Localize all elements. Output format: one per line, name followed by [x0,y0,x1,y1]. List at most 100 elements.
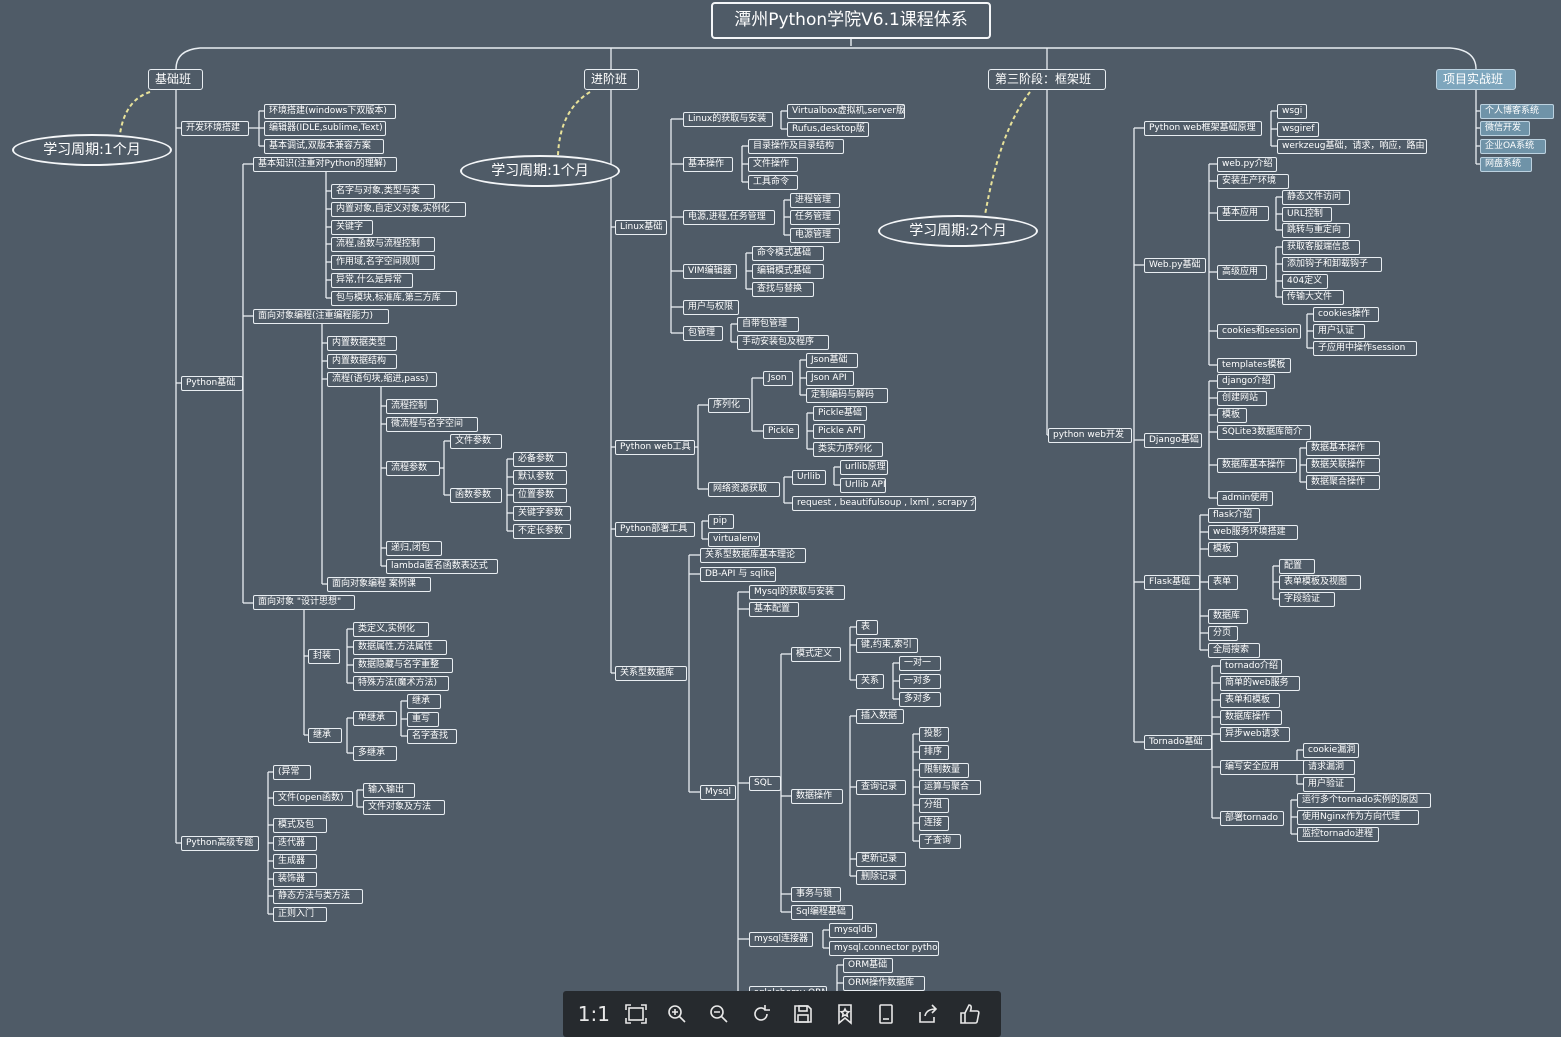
topic-node[interactable]: Pickle [763,424,799,439]
topic-node[interactable]: pip [708,514,734,529]
topic-node[interactable]: 网络资源获取 [708,482,780,497]
topic-node[interactable]: virtualenv [708,532,760,547]
fit-icon[interactable] [622,1000,650,1028]
topic-node[interactable]: django介绍 [1217,374,1275,389]
branch-basic[interactable]: 基础班 [148,69,203,90]
topic-node[interactable]: 事务与锁 [791,887,841,902]
topic-node[interactable]: 继承 [308,728,342,743]
topic-node[interactable]: Rufus,desktop版 [787,122,869,137]
topic-node[interactable]: 电源,进程,任务管理 [683,210,775,225]
topic-node[interactable]: 编辑器(IDLE,sublime,Text) [264,121,386,136]
topic-node[interactable]: request , beautifulsoup , lxml , scrapy … [792,496,976,511]
topic-node[interactable]: web服务环境搭建 [1208,525,1298,540]
topic-node[interactable]: 数据库基本操作 [1217,458,1297,473]
topic-node[interactable]: Linux的获取与安装 [683,112,773,127]
topic-node[interactable]: Python高级专题 [181,836,259,851]
topic-node[interactable]: 子应用中操作session [1313,341,1417,356]
topic-node[interactable]: Tornado基础 [1144,735,1212,750]
topic-node[interactable]: 迭代器 [273,836,317,851]
topic-node[interactable]: 编写安全应用 [1220,760,1314,775]
topic-node[interactable]: Flask基础 [1144,575,1200,590]
topic-node[interactable]: Linux基础 [615,220,667,235]
topic-node[interactable]: 正则入门 [273,907,327,922]
topic-node[interactable]: 面向对象编程 案例课 [327,577,431,592]
topic-node[interactable]: 表单模板及视图 [1279,575,1361,590]
branch-project[interactable]: 项目实战班 [1436,69,1516,90]
topic-node[interactable]: 运行多个tornado实例的原因 [1297,793,1431,808]
topic-node[interactable]: 企业OA系统 [1480,139,1546,154]
topic-node[interactable]: VIM编辑器 [683,264,737,279]
topic-node[interactable]: 用户认证 [1313,324,1365,339]
actual-size-button[interactable]: 1:1 [578,1000,610,1028]
topic-node[interactable]: 模式及包 [273,818,327,833]
topic-node[interactable]: 生成器 [273,854,317,869]
topic-node[interactable]: 简单的web服务 [1220,676,1300,691]
topic-node[interactable]: 名字与对象,类型与类 [331,184,435,199]
topic-node[interactable]: 请求漏洞 [1303,760,1355,775]
branch-advanced[interactable]: 进阶班 [584,69,639,90]
topic-node[interactable]: 微流程与名字空间 [386,417,478,432]
topic-node[interactable]: 自带包管理 [737,317,799,332]
topic-node[interactable]: Json API [806,371,854,386]
topic-node[interactable]: 数据聚合操作 [1306,475,1380,490]
topic-node[interactable]: 模式定义 [791,647,841,662]
topic-node[interactable]: 更新记录 [856,852,906,867]
topic-node[interactable]: 排序 [919,745,949,760]
topic-node[interactable]: urllib原理 [840,460,888,475]
branch-framework[interactable]: 第三阶段：框架班 [988,69,1106,90]
topic-node[interactable]: 文件对象及方法 [363,800,445,815]
page-icon[interactable] [872,1000,900,1028]
topic-node[interactable]: Json [763,371,793,386]
topic-node[interactable]: web.py介绍 [1217,157,1277,172]
topic-node[interactable]: 用户与权限 [683,300,739,315]
topic-node[interactable]: 传输大文件 [1282,290,1344,305]
rotate-icon[interactable] [747,1000,775,1028]
topic-node[interactable]: 任务管理 [790,210,840,225]
topic-node[interactable]: cookies操作 [1313,307,1379,322]
topic-node[interactable]: 使用Nginx作为方向代理 [1297,810,1419,825]
topic-node[interactable]: 单继承 [353,711,397,726]
topic-node[interactable]: 数据基本操作 [1306,441,1380,456]
topic-node[interactable]: cookies和session [1217,324,1301,339]
topic-node[interactable]: 输入输出 [363,783,415,798]
bookmark-icon[interactable] [831,1000,859,1028]
topic-node[interactable]: 不定长参数 [513,524,571,539]
topic-node[interactable]: 命令模式基础 [752,246,824,261]
topic-node[interactable]: 关系型数据库基本理论 [700,548,806,563]
topic-node[interactable]: 用户验证 [1303,777,1355,792]
topic-node[interactable]: 投影 [919,727,949,742]
topic-node[interactable]: 跳转与重定向 [1282,223,1350,238]
topic-node[interactable]: 一对多 [899,674,941,689]
topic-node[interactable]: Pickle API [813,424,865,439]
topic-node[interactable]: URL控制 [1282,207,1332,222]
topic-node[interactable]: 模板 [1208,542,1238,557]
topic-node[interactable]: 开发环境搭建 [181,121,249,136]
topic-node[interactable]: cookie漏洞 [1303,743,1359,758]
topic-node[interactable]: 流程参数 [386,461,440,476]
topic-node[interactable]: 面向对象 "设计思想" [253,595,355,610]
topic-node[interactable]: 异常,什么是异常 [331,273,413,288]
topic-node[interactable]: 继承 [407,694,441,709]
topic-node[interactable]: 递归,闭包 [386,541,442,556]
topic-node[interactable]: 类定义,实例化 [353,622,429,637]
topic-node[interactable]: 多对多 [899,692,941,707]
topic-node[interactable]: 数据操作 [791,789,843,804]
topic-node[interactable]: 模板 [1217,408,1247,423]
topic-node[interactable]: 基本知识(注重对Python的理解) [253,157,397,172]
topic-node[interactable]: 安装生产环境 [1217,174,1289,189]
topic-node[interactable]: wsgiref [1277,122,1319,137]
topic-node[interactable]: 全局搜索 [1208,643,1260,658]
topic-node[interactable]: 目录操作及目录结构 [748,139,844,154]
topic-node[interactable]: 环境搭建(windows下双版本) [264,104,396,119]
topic-node[interactable]: 监控tornado进程 [1297,827,1379,842]
topic-node[interactable]: 微信开发 [1480,121,1530,136]
topic-node[interactable]: 404定义 [1282,274,1328,289]
topic-node[interactable]: 封装 [308,649,340,664]
topic-node[interactable]: 函数参数 [450,488,502,503]
topic-node[interactable]: 数据关联操作 [1306,458,1380,473]
topic-node[interactable]: flask介绍 [1208,508,1260,523]
topic-node[interactable]: 个人博客系统 [1480,104,1554,119]
topic-node[interactable]: 表单和模板 [1220,693,1280,708]
topic-node[interactable]: templates模板 [1217,358,1291,373]
topic-node[interactable]: 静态文件访问 [1282,190,1350,205]
